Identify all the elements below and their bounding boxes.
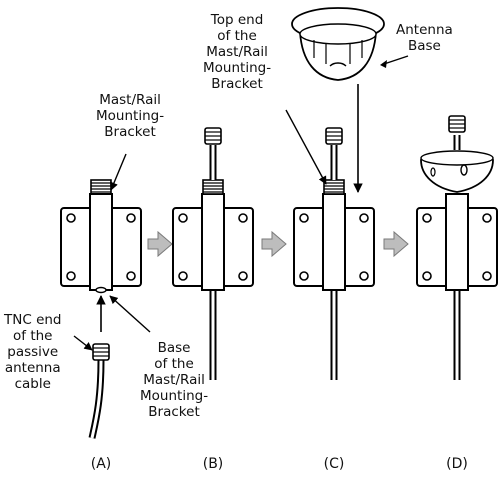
top-end-label: Top end of the Mast/Rail Mounting- Brack… [203, 12, 272, 92]
step-c-assembly [285, 84, 375, 380]
antenna-base-label: Antenna Base [396, 22, 453, 54]
step-label-a: (A) [90, 456, 112, 472]
step-label-b: (B) [202, 456, 224, 472]
tnc-end-label: TNC end of the passive antenna cable [4, 312, 62, 392]
step-label-d: (D) [446, 456, 468, 472]
step-d-assembly [416, 115, 498, 380]
base-of-bracket-label: Base of the Mast/Rail Mounting- Bracket [140, 340, 209, 420]
mast-bracket-label: Mast/Rail Mounting- Bracket [96, 92, 165, 140]
step-a-assembly [60, 153, 151, 439]
step-b-assembly [172, 127, 254, 380]
step-label-c: (C) [323, 456, 345, 472]
antenna-base-dome [291, 7, 385, 81]
